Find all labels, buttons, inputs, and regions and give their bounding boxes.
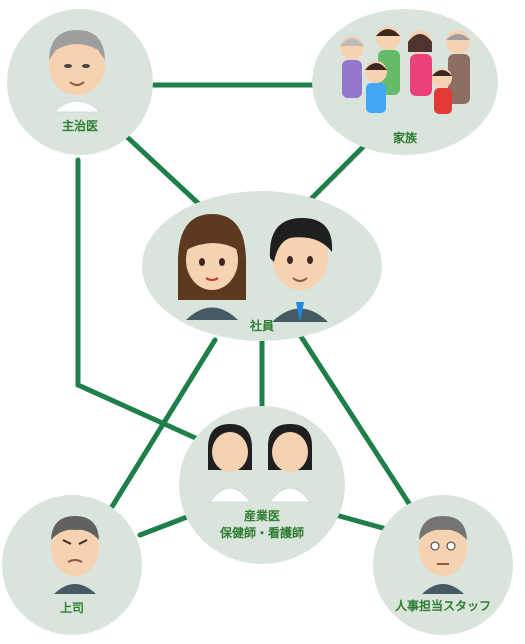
boss-icon bbox=[51, 516, 99, 594]
occupational-health-label-line2: 保健師・看護師 bbox=[219, 525, 304, 540]
occupational-health-label-line1: 産業医 bbox=[244, 508, 280, 523]
family-label: 家族 bbox=[393, 130, 418, 145]
edge-doctor-employee bbox=[122, 132, 203, 208]
boss-label: 上司 bbox=[60, 600, 84, 615]
employee-label: 社員 bbox=[249, 318, 274, 333]
connection-lines bbox=[75, 82, 413, 538]
employees-icon bbox=[178, 214, 333, 322]
hr-staff-label: 人事担当スタッフ bbox=[395, 598, 491, 613]
occupational-health-bubble bbox=[179, 406, 345, 564]
hr-staff-icon bbox=[419, 516, 467, 594]
edge-employee-boss bbox=[107, 337, 218, 513]
doctor-label: 主治医 bbox=[62, 118, 98, 133]
edge-employee-hr-staff bbox=[297, 332, 413, 508]
family-icon bbox=[340, 26, 470, 114]
doctor-icon bbox=[49, 30, 105, 113]
nurses-icon bbox=[208, 424, 312, 503]
edge-family-employee bbox=[302, 142, 368, 208]
edge-doctor-occupational-health bbox=[75, 157, 203, 443]
